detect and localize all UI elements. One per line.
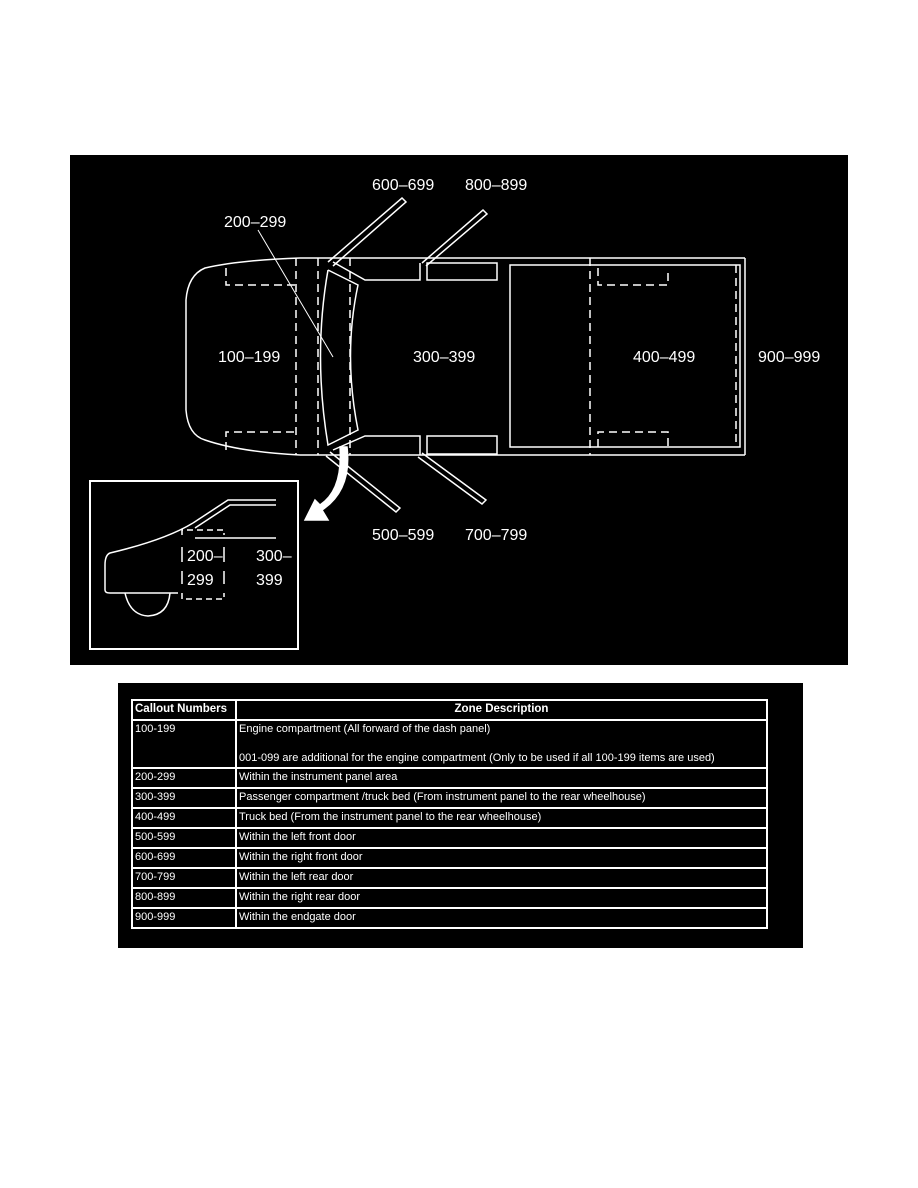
callout-cell: 700-799 xyxy=(131,867,237,889)
inset-label-399: 399 xyxy=(256,572,283,589)
zone-table-container: Callout Numbers Zone Description 100-199… xyxy=(118,683,803,948)
description-cell: Within the right rear door xyxy=(235,887,768,909)
description-cell: Truck bed (From the instrument panel to … xyxy=(235,807,768,829)
callout-cell: 900-999 xyxy=(131,907,237,929)
description-cell: Within the right front door xyxy=(235,847,768,869)
inset-label-200: 200– xyxy=(187,548,223,565)
zone-label-300: 300–399 xyxy=(413,349,475,366)
header-callout: Callout Numbers xyxy=(131,699,237,721)
table-header-row: Callout Numbers Zone Description xyxy=(131,699,768,721)
zone-label-800: 800–899 xyxy=(465,177,527,194)
description-line: Engine compartment (All forward of the d… xyxy=(239,723,491,735)
zone-label-500: 500–599 xyxy=(372,527,434,544)
vehicle-zone-diagram: 100–199 200–299 300–399 400–499 900–999 … xyxy=(70,155,848,665)
inset-label-299: 299 xyxy=(187,572,214,589)
zone-table: Callout Numbers Zone Description 100-199… xyxy=(131,699,768,929)
callout-cell: 300-399 xyxy=(131,787,237,809)
inset-side-view xyxy=(89,480,299,650)
description-cell: Passenger compartment /truck bed (From i… xyxy=(235,787,768,809)
inset-label-300: 300– xyxy=(256,548,292,565)
zone-label-100: 100–199 xyxy=(218,349,280,366)
curved-arrow-icon xyxy=(303,446,349,521)
header-zone: Zone Description xyxy=(235,699,768,721)
zone-label-200: 200–299 xyxy=(224,214,286,231)
table-row: 100-199 Engine compartment (All forward … xyxy=(131,719,768,769)
description-cell: Within the left front door xyxy=(235,827,768,849)
zone-label-400: 400–499 xyxy=(633,349,695,366)
callout-cell: 200-299 xyxy=(131,767,237,789)
truck-top-view xyxy=(185,196,746,514)
description-cell: Engine compartment (All forward of the d… xyxy=(235,719,768,769)
callout-cell: 500-599 xyxy=(131,827,237,849)
description-line: 001-099 are additional for the engine co… xyxy=(239,752,715,764)
callout-cell: 600-699 xyxy=(131,847,237,869)
zone-label-600: 600–699 xyxy=(372,177,434,194)
callout-cell: 400-499 xyxy=(131,807,237,829)
description-cell: Within the endgate door xyxy=(235,907,768,929)
description-cell: Within the instrument panel area xyxy=(235,767,768,789)
callout-cell: 100-199 xyxy=(131,719,237,769)
description-cell: Within the left rear door xyxy=(235,867,768,889)
zone-label-900: 900–999 xyxy=(758,349,820,366)
zone-label-700: 700–799 xyxy=(465,527,527,544)
callout-cell: 800-899 xyxy=(131,887,237,909)
